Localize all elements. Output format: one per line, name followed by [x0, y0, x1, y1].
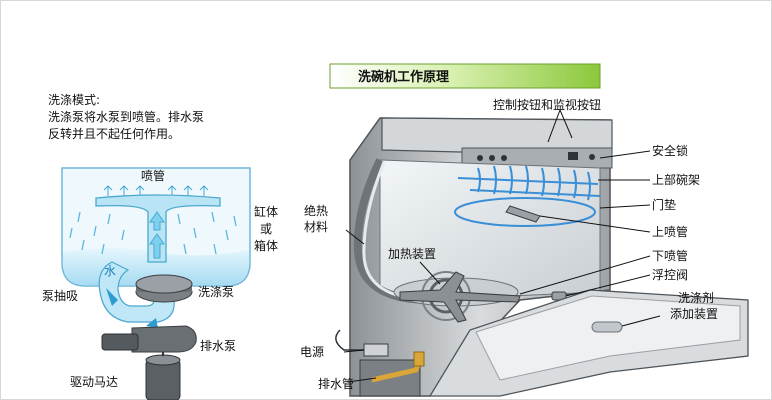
mode-line-2: 洗涤泵将水泵到喷管。排水泵 [48, 109, 204, 124]
label-drain-pump: 排水泵 [200, 339, 236, 353]
spray-arrows [103, 185, 209, 196]
label-door-gasket: 门垫 [652, 197, 676, 212]
label-lower-spray: 下喷管 [652, 248, 688, 263]
label-upper-spray: 上喷管 [652, 224, 688, 239]
label-detergent-2: 添加装置 [670, 307, 718, 321]
control-button [501, 155, 507, 161]
spray-drops [69, 211, 237, 255]
mode-description: 洗涤模式: 洗涤泵将水泵到喷管。排水泵 反转并且不起任何作用。 [48, 93, 204, 141]
inner-tub [379, 159, 601, 301]
control-button [489, 155, 495, 161]
label-tank-1: 缸体 [254, 204, 278, 219]
flow-arrow-right [146, 318, 158, 328]
page-title: 洗碗机工作原理 [358, 69, 449, 85]
control-panel [381, 117, 613, 153]
detergent-dispenser [591, 321, 623, 333]
label-wash-pump: 洗涤泵 [198, 285, 234, 299]
label-drive-motor: 驱动马达 [70, 375, 118, 389]
label-controls: 控制按钮和监视按钮 [493, 97, 601, 112]
label-water: 水 [104, 264, 116, 278]
lower-spray-arm [399, 271, 521, 323]
label-float-valve: 浮控阀 [652, 268, 688, 282]
label-spray-pipe: 喷管 [141, 168, 165, 183]
power-cord [335, 329, 366, 351]
label-upper-rack: 上部碗架 [652, 172, 700, 187]
drain-pump [131, 325, 197, 353]
leader-lines [343, 109, 661, 383]
dishwasher-cutaway: 控制按钮和监视按钮 安全锁 上部碗架 门垫 上喷管 下喷管 浮控阀 洗涤剂 添加… [300, 97, 749, 397]
label-tank-2: 或 [260, 222, 272, 236]
mode-line-3: 反转并且不起任何作用。 [48, 126, 180, 141]
upper-rack [457, 165, 601, 201]
label-detergent-1: 洗涤剂 [678, 290, 714, 305]
drive-motor [145, 359, 181, 400]
label-tank-3: 箱体 [254, 238, 278, 253]
control-button [477, 155, 483, 161]
label-insulation-1: 绝热 [304, 203, 328, 218]
monitor-button [568, 152, 578, 160]
label-safety-lock: 安全锁 [652, 143, 688, 158]
label-power: 电源 [300, 345, 324, 359]
upper-spray-arm [505, 205, 541, 223]
title-bar: 洗碗机工作原理 [329, 63, 601, 89]
flow-arrow-down [106, 288, 118, 306]
mode-line-1: 洗涤模式: [48, 93, 100, 107]
label-heater: 加热装置 [388, 247, 436, 261]
upper-spray-ring [454, 197, 596, 227]
monitor-button [589, 154, 595, 160]
label-drain-pipe: 排水管 [318, 376, 354, 391]
wash-tank-diagram: 喷管 缸体 或 箱体 水 泵抽吸 洗涤泵 排水泵 驱动马达 [42, 167, 278, 400]
label-pump-suction: 泵抽吸 [42, 289, 78, 303]
label-insulation-2: 材料 [304, 220, 328, 234]
